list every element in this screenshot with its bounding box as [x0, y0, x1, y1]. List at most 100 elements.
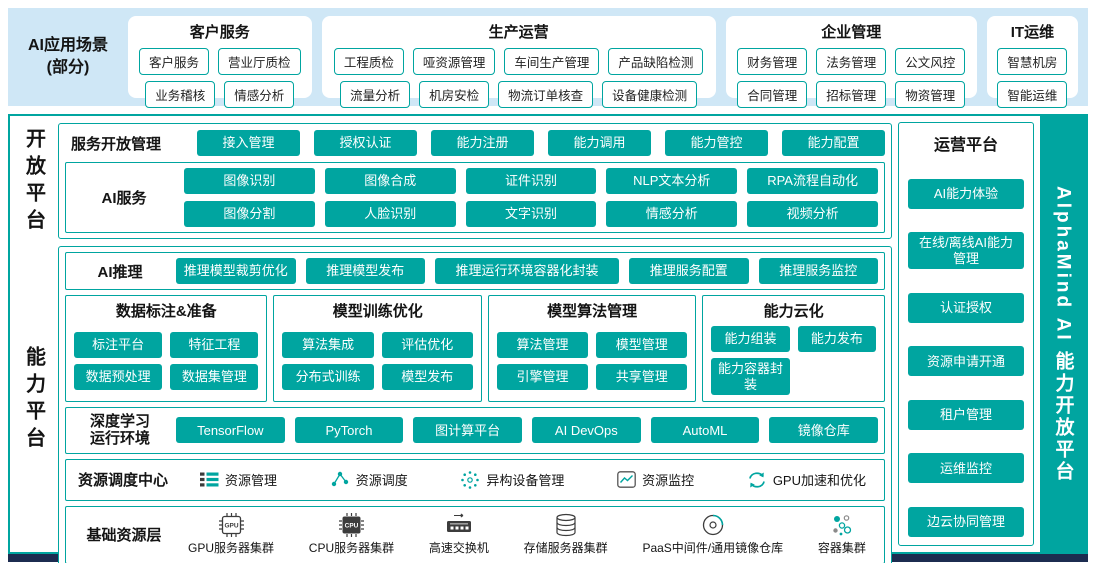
cpu-chip-icon: CPU [338, 513, 364, 538]
scenario-group-title: 企业管理 [821, 24, 882, 41]
scenario-chip: 业务稽核 [145, 81, 216, 108]
dl-framework-node: AI DevOps [532, 417, 641, 444]
ai-service-node: 证件识别 [465, 168, 597, 194]
sched-item: 资源管理 [200, 470, 277, 489]
container-icon [830, 513, 854, 537]
operations-node: 在线/离线AI能力管理 [908, 232, 1024, 270]
monitor-icon [617, 471, 636, 489]
service-mgmt-node: 授权认证 [314, 130, 417, 156]
inference-node: 推理服务配置 [629, 258, 749, 284]
data-prep-node: 数据预处理 [74, 363, 163, 390]
scenario-chip: 机房安检 [419, 81, 490, 108]
service-open-mgmt-row: 服务开放管理 接入管理 授权认证 能力注册 能力调用 能力管控 能力配置 [65, 129, 885, 157]
ai-services-label: AI服务 [101, 190, 147, 207]
operations-node: 运维监控 [908, 453, 1024, 484]
ai-service-node: 情感分析 [606, 201, 738, 227]
operations-node: 资源申请开通 [908, 346, 1024, 377]
operations-platform-title: 运营平台 [933, 137, 998, 154]
ai-service-node: 人脸识别 [324, 201, 456, 227]
sched-item: 资源监控 [617, 470, 694, 489]
resource-scheduling-box: 资源调度中心 资源管理 资源调度 [65, 458, 885, 501]
scenario-chip: 合同管理 [737, 81, 808, 108]
svg-text:CPU: CPU [345, 523, 359, 530]
algo-mgmt-node: 引擎管理 [496, 363, 589, 390]
base-item: CPU CPU服务器集群 [309, 513, 394, 556]
scenario-chip: 情感分析 [224, 81, 295, 108]
inference-node: 推理运行环境容器化封装 [435, 258, 619, 284]
data-prep-node: 数据集管理 [170, 363, 259, 390]
scenario-chip: 智慧机房 [997, 48, 1068, 75]
service-mgmt-node: 接入管理 [197, 130, 300, 156]
sched-item: 异构设备管理 [460, 470, 564, 490]
group-title: 数据标注&准备 [115, 303, 217, 320]
ai-application-scenarios-band: AI应用场景 (部分) 客户服务 客户服务 营业厅质检 业务稽核 情感分析 生产… [8, 8, 1088, 108]
inference-node: 推理模型裁剪优化 [176, 258, 296, 284]
group-capability-cloudification: 能力云化 能力组装 能力发布 能力容器封装 [702, 295, 885, 403]
scenario-chip: 公文风控 [895, 48, 966, 75]
ai-service-node: 图像分割 [184, 201, 315, 227]
cloudify-node: 能力组装 [711, 326, 790, 352]
radial-icon [460, 470, 480, 490]
scenario-chip: 招标管理 [816, 81, 887, 108]
storage-icon [554, 513, 578, 537]
scenario-chip: 设备健康检测 [602, 81, 698, 108]
alphamind-platform-diagram: 开放平台 能力平台 服务开放管理 接入管理 授权认证 能力注册 能力调用 能力管… [8, 114, 1088, 563]
ai-service-node: 视频分析 [747, 201, 878, 227]
deep-learning-env-label: 深度学习 运行环境 [89, 413, 150, 448]
scenario-chip: 流量分析 [340, 81, 411, 108]
base-resources-label: 基础资源层 [86, 527, 162, 545]
base-item: 高速交换机 [429, 513, 489, 556]
scenario-chip: 客户服务 [139, 48, 210, 75]
service-open-mgmt-label: 服务开放管理 [71, 135, 162, 153]
training-node: 算法集成 [282, 331, 374, 358]
group-model-training: 模型训练优化 算法集成 评估优化 分布式训练 模型发布 [273, 295, 482, 403]
scenario-group-production-operations: 生产运营 工程质检 哑资源管理 车间生产管理 产品缺陷检测 流量分析 机房安检 … [321, 16, 716, 108]
dl-framework-node: AutoML [650, 417, 760, 444]
scenario-chip: 车间生产管理 [504, 48, 600, 75]
scenario-group-title: IT运维 [1010, 24, 1055, 41]
side-labels: 开放平台 能力平台 [10, 116, 58, 552]
scenario-group-title: 生产运营 [488, 24, 549, 41]
training-node: 评估优化 [381, 331, 473, 358]
ai-service-node: NLP文本分析 [606, 168, 738, 194]
group-title: 模型训练优化 [332, 303, 423, 320]
scenario-chip: 营业厅质检 [218, 48, 301, 75]
band-title-line2: (部分) [46, 59, 90, 76]
sched-item: 资源调度 [330, 470, 408, 489]
group-title: 能力云化 [763, 303, 824, 320]
deep-learning-env-box: 深度学习 运行环境 TensorFlow PyTorch 图计算平台 AI De… [65, 407, 885, 454]
service-mgmt-node: 能力配置 [782, 130, 885, 156]
ai-inference-box: AI推理 推理模型裁剪优化 推理模型发布 推理运行环境容器化封装 推理服务配置 … [65, 252, 885, 290]
scenario-chip: 哑资源管理 [412, 48, 496, 75]
scenario-chip: 财务管理 [737, 48, 808, 75]
training-node: 分布式训练 [282, 363, 374, 390]
service-mgmt-node: 能力注册 [431, 130, 534, 156]
ai-service-node: 文字识别 [465, 201, 597, 227]
scenario-chip: 物资管理 [895, 81, 966, 108]
dl-framework-node: 图计算平台 [413, 417, 523, 444]
capability-groups: 数据标注&准备 标注平台 特征工程 数据预处理 数据集管理 模型训练优化 算法集… [65, 295, 885, 403]
base-item: 容器集群 [818, 513, 866, 556]
gpu-chip-icon: GPU [218, 513, 244, 538]
base-resources-box: 基础资源层 GPU GPU服务器集群 CPU CPU服务器集群 [65, 505, 885, 563]
dl-framework-node: PyTorch [294, 417, 404, 444]
open-platform-side-label: 开放平台 [22, 128, 45, 236]
scenario-chip: 工程质检 [333, 48, 404, 75]
svg-text:GPU: GPU [224, 523, 238, 530]
alphamind-banner: AlphaMind AI 能力开放平台 [1040, 116, 1086, 552]
ai-service-node: 图像识别 [184, 168, 315, 194]
ai-service-node: RPA流程自动化 [747, 168, 878, 194]
operations-node: AI能力体验 [908, 178, 1024, 209]
algo-mgmt-node: 模型管理 [596, 331, 688, 358]
dl-framework-node: TensorFlow [176, 417, 285, 444]
scenario-chip: 物流订单核查 [498, 81, 594, 108]
capability-platform-side-label: 能力平台 [22, 346, 45, 454]
scenario-chip: 智能运维 [997, 81, 1068, 108]
data-prep-node: 标注平台 [74, 331, 163, 358]
operations-node: 认证授权 [908, 292, 1024, 323]
open-platform-section: 服务开放管理 接入管理 授权认证 能力注册 能力调用 能力管控 能力配置 AI服… [58, 123, 892, 239]
refresh-icon [747, 471, 767, 489]
operations-node: 租户管理 [908, 399, 1024, 430]
base-item: PaaS中间件/通用镜像仓库 [642, 513, 783, 556]
scenario-group-it-ops: IT运维 智慧机房 智能运维 [986, 16, 1078, 108]
